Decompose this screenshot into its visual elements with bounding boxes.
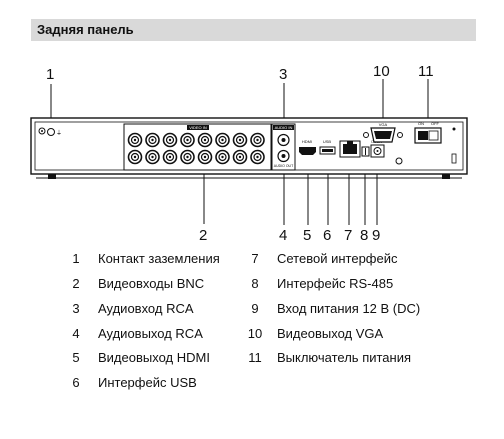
bnc-connector <box>215 132 230 148</box>
side-led <box>452 127 456 131</box>
bnc-connector <box>250 132 265 148</box>
bnc-connector <box>197 132 213 148</box>
callout-4: 4 <box>279 227 288 244</box>
callout-3: 3 <box>279 66 288 83</box>
bnc-connector <box>197 149 213 165</box>
usb-port: USB <box>319 139 336 155</box>
legend-num-8: 8 <box>251 276 259 291</box>
ground-symbol: ⏚ <box>56 130 62 137</box>
hdmi-port: HDMI <box>299 139 316 155</box>
legend-text-6: Интерфейс USB <box>98 375 197 390</box>
legend-text-1: Контакт заземления <box>98 251 220 266</box>
legend-num-4: 4 <box>72 326 80 341</box>
legend-text-8: Интерфейс RS-485 <box>277 276 394 291</box>
legend-num-2: 2 <box>72 276 80 291</box>
legend-num-7: 7 <box>251 251 259 266</box>
bnc-connector <box>250 149 265 165</box>
bnc-connector <box>180 132 195 148</box>
legend-num-6: 6 <box>72 375 80 390</box>
label-usb: USB <box>323 139 332 144</box>
audio-block: AUDIO IN AUDIO OUT <box>271 123 296 171</box>
bnc-connector <box>145 132 160 148</box>
label-vga: VGA <box>379 122 388 127</box>
bnc-connector <box>145 149 160 165</box>
side-slot <box>451 153 457 164</box>
bnc-connector <box>127 132 143 148</box>
legend-text-9: Вход питания 12 В (DC) <box>277 301 421 316</box>
callout-11: 11 <box>418 63 434 80</box>
callout-7: 7 <box>344 227 353 244</box>
bnc-connector <box>162 149 178 165</box>
screw <box>395 157 403 165</box>
ground-contact: ⏚ <box>38 127 62 137</box>
callout-1: 1 <box>46 66 55 83</box>
legend-text-10: Видеовыход VGA <box>277 326 384 341</box>
label-video-in: VIDEO IN <box>189 125 207 130</box>
label-hdmi: HDMI <box>302 139 312 144</box>
legend-num-9: 9 <box>251 301 259 316</box>
bnc-connector <box>127 149 143 165</box>
callout-2: 2 <box>199 227 208 244</box>
legend-text-5: Видеовыход HDMI <box>98 350 210 365</box>
bnc-connector <box>215 149 230 165</box>
label-audio-out: AUDIO OUT <box>274 164 294 168</box>
section-title: Задняя панель <box>37 22 134 37</box>
legend-num-1: 1 <box>72 251 80 266</box>
legend-text-4: Аудиовыход RCA <box>98 326 203 341</box>
power-switch: ON OFF <box>414 121 442 144</box>
label-on: ON <box>418 121 424 126</box>
legend-num-5: 5 <box>72 350 80 365</box>
label-off: OFF <box>431 121 440 126</box>
callout-9: 9 <box>372 227 381 244</box>
section-header: Задняя панель <box>31 19 476 41</box>
legend-text-2: Видеовходы BNC <box>98 276 205 291</box>
bnc-connector <box>232 132 248 148</box>
bnc-connector <box>180 149 195 165</box>
callout-10: 10 <box>373 63 390 80</box>
callout-6: 6 <box>323 227 332 244</box>
rs485-port <box>361 146 370 157</box>
bnc-connectors <box>127 132 265 165</box>
network-port <box>339 140 361 158</box>
callout-8: 8 <box>360 227 369 244</box>
legend-text-3: Аудиовход RCA <box>98 301 194 316</box>
legend-num-3: 3 <box>72 301 80 316</box>
bnc-connector <box>162 132 178 148</box>
bnc-block: VIDEO IN <box>123 123 272 171</box>
label-audio-in: AUDIO IN <box>275 125 293 130</box>
vga-port: VGA <box>363 122 403 143</box>
leader-lines <box>50 79 429 225</box>
legend-num-11: 11 <box>248 350 262 365</box>
legend-text-11: Выключатель питания <box>277 350 412 365</box>
callout-5: 5 <box>303 227 312 244</box>
legend-num-10: 10 <box>247 326 263 341</box>
legend-text-7: Сетевой интерфейс <box>277 251 398 266</box>
bnc-connector <box>232 149 248 165</box>
